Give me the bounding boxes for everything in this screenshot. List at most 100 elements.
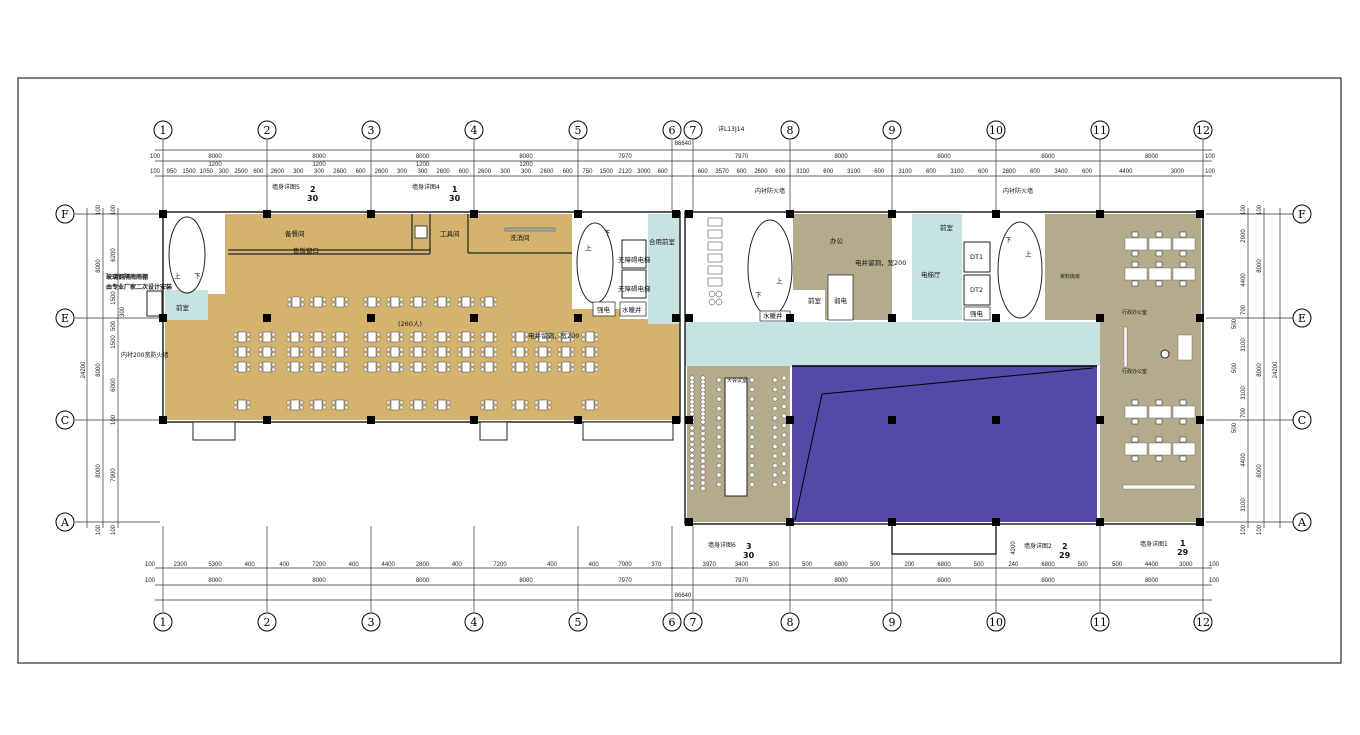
entrance-canopy-left: [146, 290, 163, 317]
dim-bottom-detail: 7200: [312, 562, 326, 568]
conference-chair: [772, 425, 778, 430]
dim-edge: 100: [1205, 154, 1216, 160]
chair: [271, 337, 276, 342]
axis-label-col: 10: [989, 616, 1003, 629]
dim-edge: 100: [1209, 578, 1220, 584]
conference-table: [724, 377, 748, 497]
chair: [322, 362, 327, 367]
chair: [493, 337, 498, 342]
boundary-line: [794, 393, 823, 521]
axis-label-row: C: [61, 414, 69, 427]
chair: [344, 352, 349, 357]
chair: [409, 352, 414, 357]
chair: [376, 332, 381, 337]
canopy-3: [582, 421, 674, 441]
conference-chair: [772, 434, 778, 440]
dim-top-detail: 2600: [271, 169, 285, 175]
chair: [299, 362, 304, 367]
chair: [331, 297, 336, 302]
label-serving-window: 售饭窗口: [293, 246, 319, 255]
workstation-desk: [1148, 405, 1172, 419]
chair: [286, 352, 291, 357]
dining-table: [335, 361, 345, 373]
wall-detail-4-sheet: 30: [449, 194, 461, 203]
dim-top-detail: 600: [253, 169, 264, 175]
chair: [344, 337, 349, 342]
dim-bottom-detail: 4400: [1145, 562, 1159, 568]
chair: [409, 337, 414, 342]
chair: [570, 352, 575, 357]
office-chair: [1155, 280, 1163, 287]
chair: [322, 337, 327, 342]
chair: [331, 405, 336, 410]
axis-bubble: [1193, 612, 1213, 632]
axis-label-row: A: [1297, 516, 1307, 529]
dining-table: [437, 361, 447, 373]
workstation-desk: [1172, 267, 1196, 281]
chair: [300, 302, 305, 307]
dim-left-detail: 7900: [111, 468, 117, 482]
conference-chair: [781, 375, 787, 381]
dining-table: [515, 346, 525, 358]
conference-chair: [700, 469, 706, 475]
column: [263, 210, 271, 218]
conference-chair: [781, 404, 787, 409]
label-admin-office-1: 行政办公室: [1122, 309, 1147, 316]
column: [1196, 210, 1204, 218]
dim-left-detail: 6200: [111, 248, 117, 262]
chair: [480, 332, 485, 337]
wall-detail-5-ref: 2: [310, 185, 316, 194]
conference-chair: [700, 383, 706, 389]
dining-table: [515, 361, 525, 373]
chair: [322, 400, 327, 405]
chair: [422, 302, 427, 307]
chair: [363, 297, 368, 302]
chair: [376, 302, 381, 307]
wall-detail-6-ref: 3: [746, 542, 752, 551]
dim-edge: 100: [1257, 204, 1263, 215]
dim-bottom-detail: 200: [904, 562, 915, 568]
dining-table: [390, 399, 400, 411]
conference-chair: [700, 375, 706, 381]
dim-top-detail: 600: [459, 169, 470, 175]
axis-label-col: 8: [787, 124, 794, 137]
label-weak-power: 弱电: [834, 296, 848, 305]
conference-chair: [689, 387, 695, 393]
column: [672, 314, 680, 322]
dim-right-detail: 700: [1241, 407, 1247, 418]
conference-chair: [716, 472, 722, 478]
label-shared-lobby: 合用前室: [649, 237, 676, 246]
chair: [409, 332, 414, 337]
dining-table: [237, 399, 247, 411]
toilet-stall: [707, 241, 723, 251]
axis-label-col: 4: [471, 124, 478, 137]
chair: [246, 400, 251, 405]
chair: [480, 297, 485, 302]
sink: [715, 298, 723, 306]
chair: [547, 337, 552, 342]
chair: [581, 337, 586, 342]
chair: [547, 405, 552, 410]
chair: [480, 347, 485, 352]
dining-table: [515, 331, 525, 343]
strong-power-room: [592, 301, 616, 317]
chair: [594, 400, 599, 405]
chair: [399, 367, 404, 372]
dim-bottom-detail: 500: [974, 562, 985, 568]
chair: [246, 332, 251, 337]
dining-table: [484, 331, 494, 343]
column: [672, 210, 680, 218]
dining-table: [437, 346, 447, 358]
chair: [322, 347, 327, 352]
dim-top-detail: 950: [167, 169, 178, 175]
chair: [557, 347, 562, 352]
firewall-note-2: 内衬防火墙: [1003, 187, 1033, 195]
chair: [547, 400, 552, 405]
dim-edge: 100: [111, 204, 117, 215]
dim-top-detail: 600: [1030, 169, 1041, 175]
dim-overall-bottom: 86640: [675, 593, 692, 599]
dim-edge: 100: [96, 524, 102, 535]
conference-chair: [700, 411, 706, 417]
chair: [399, 297, 404, 302]
